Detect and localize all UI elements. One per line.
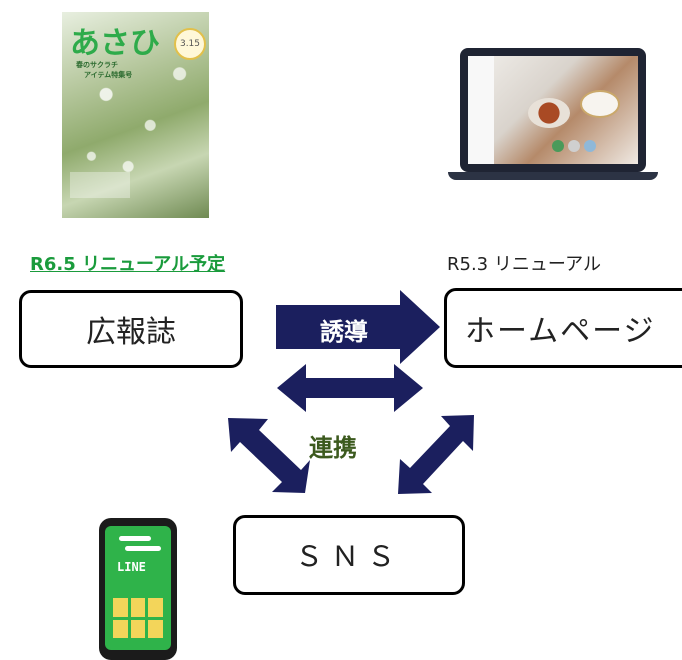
homepage-box-label: ホームページ	[465, 314, 656, 349]
link-arrow-right	[398, 415, 474, 494]
magazine-box-label: 広報誌	[86, 315, 176, 350]
link-arrow-horizontal	[277, 364, 423, 412]
magazine-cover-image: あさひ 3.15 春のサクラチ アイテム特集号	[62, 12, 209, 218]
homepage-renewal-label: R5.3 リニューアル	[447, 254, 601, 275]
link-label: 連携	[309, 434, 357, 462]
magazine-subtitle-1: 春のサクラチ	[76, 61, 118, 69]
phone-screen: LINE	[105, 526, 171, 650]
magazine-box: 広報誌	[19, 290, 243, 368]
sns-box-label: ＳＮＳ	[294, 540, 403, 573]
magazine-issue: 3.15	[174, 28, 206, 60]
magazine-renewal-label: R6.5 リニューアル予定	[30, 254, 226, 275]
laptop-screen	[468, 56, 638, 164]
sns-box: ＳＮＳ	[233, 515, 465, 595]
guide-arrow-label: 誘導	[320, 318, 368, 346]
homepage-box: ホームページ	[444, 288, 682, 368]
link-arrow-left	[228, 418, 310, 493]
phone-image: LINE	[99, 518, 177, 660]
magazine-title: あさひ	[70, 26, 160, 61]
phone-app-name: LINE	[117, 560, 146, 574]
magazine-subtitle-2: アイテム特集号	[84, 71, 133, 79]
laptop-image	[448, 48, 658, 190]
guide-arrow	[276, 290, 440, 364]
